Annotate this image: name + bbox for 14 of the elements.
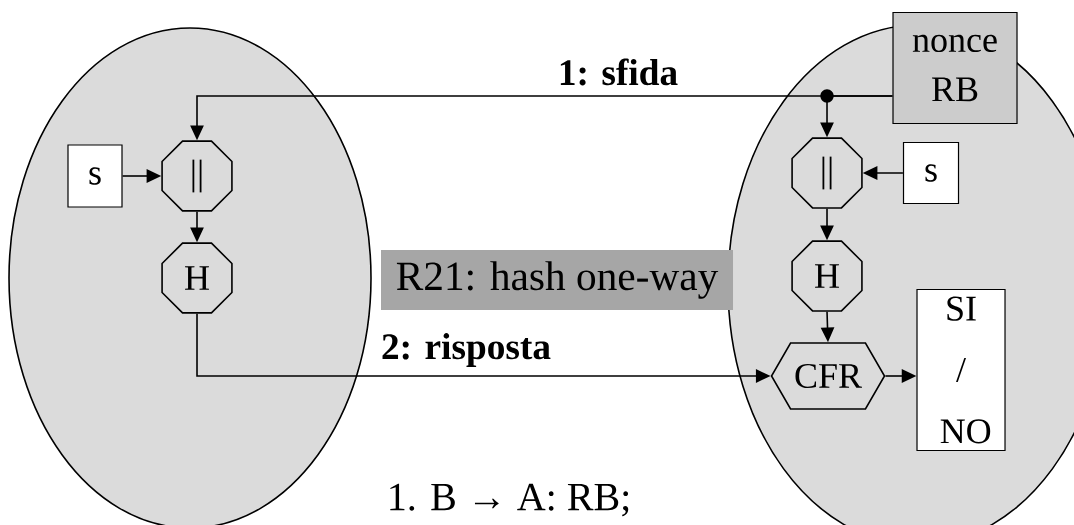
- octagon-operator: H: [791, 240, 863, 312]
- ellipse-region: [8, 27, 372, 525]
- edge-label: 2: risposta: [382, 333, 551, 367]
- octagon-operator: H: [161, 242, 233, 314]
- hexagon-operator: CFR: [770, 342, 886, 410]
- input-box: s: [902, 141, 960, 205]
- octagon-operator: ||: [161, 140, 233, 212]
- nonce-box: nonce RB: [892, 11, 1018, 125]
- protocol-step: 1. B → A: RB;: [390, 483, 629, 517]
- edge-label: 1: sfida: [560, 58, 678, 86]
- result-box: SI / NO: [916, 288, 1006, 452]
- octagon-operator: ||: [791, 137, 863, 209]
- note-box: R21: hash one-way: [381, 250, 733, 310]
- input-box: s: [67, 144, 123, 208]
